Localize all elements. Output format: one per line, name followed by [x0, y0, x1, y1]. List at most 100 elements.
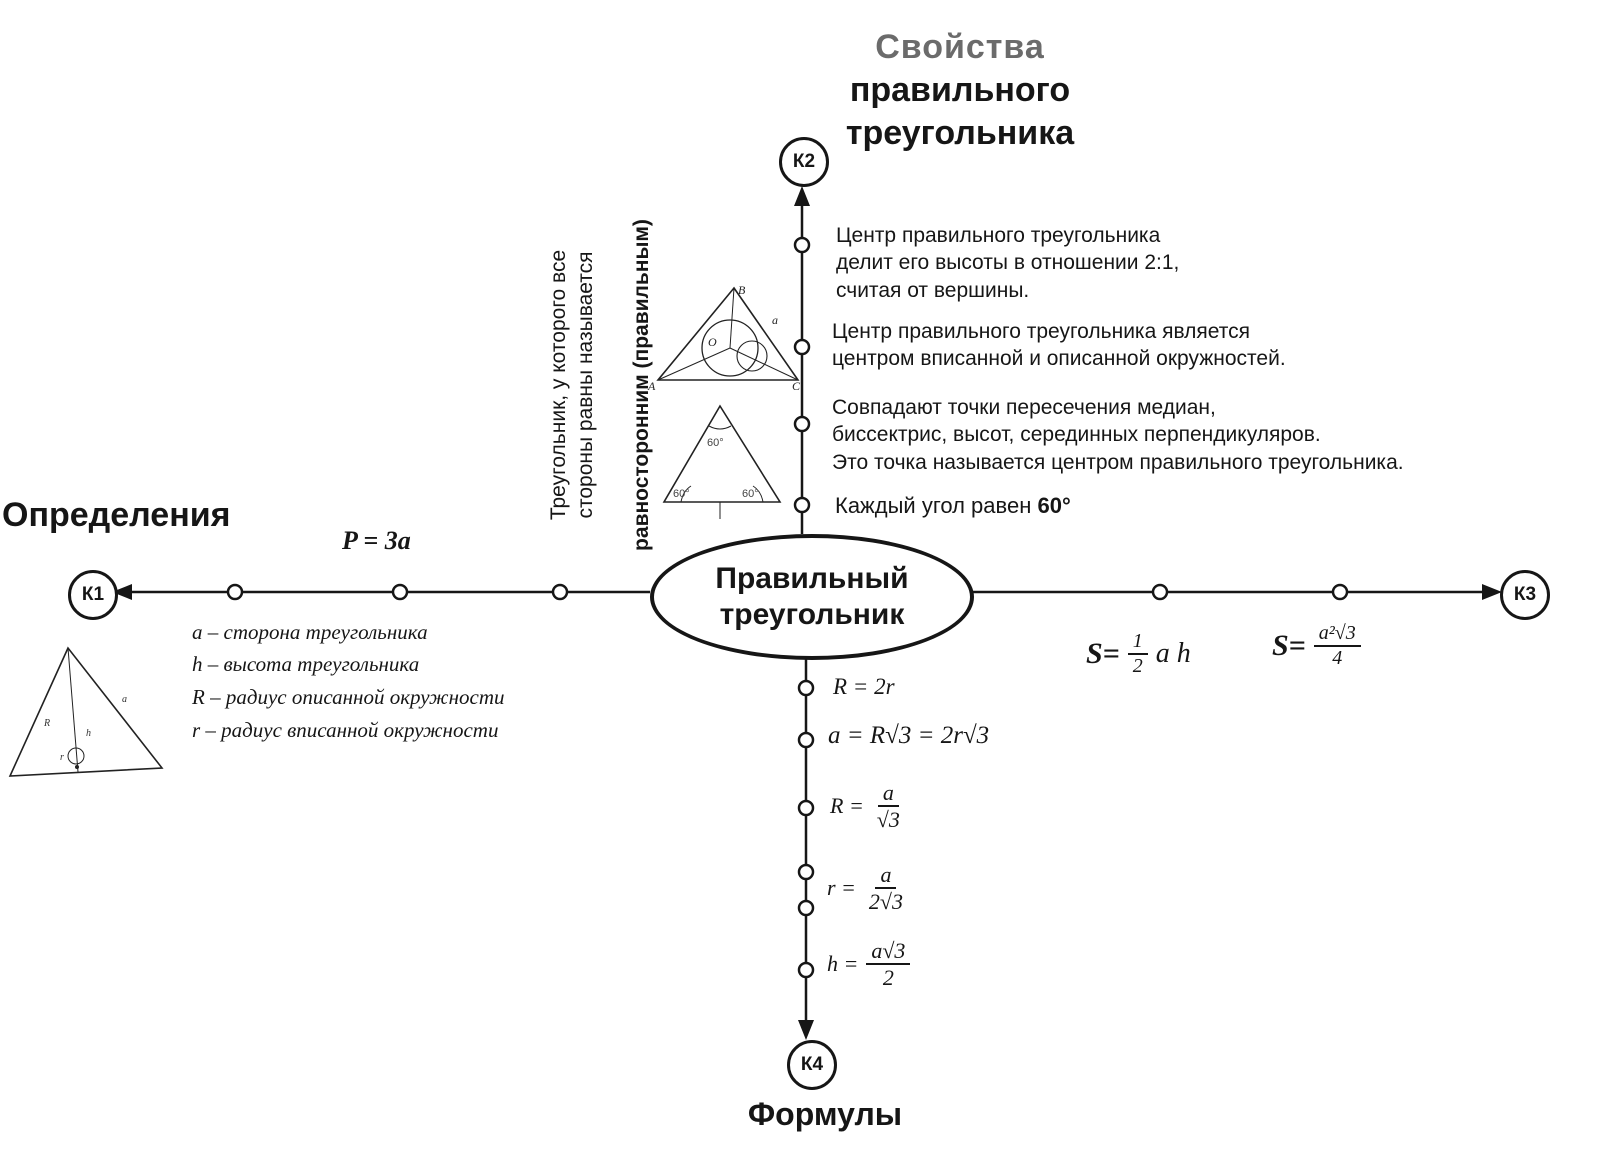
perimeter-formula: P = 3a — [342, 526, 411, 555]
sketch3-triangle-outline — [8, 646, 164, 777]
formula-R-lead: R = — [830, 793, 864, 819]
sketch2-angle-top-label: 60° — [707, 437, 724, 449]
map-title: Свойства правильного треугольника — [775, 26, 1145, 156]
sketch1-cevian — [729, 347, 799, 381]
sketch3-height-h-label: h — [86, 728, 91, 739]
formula-h-height: h = a√3 2 — [827, 938, 911, 991]
triangle-inscribed-circle-sketch: B A C O a — [647, 283, 801, 392]
junction-dot — [797, 731, 815, 749]
sketch2-angle-left-label: 60° — [673, 488, 690, 500]
area2-fraction: a²√3 4 — [1313, 622, 1361, 670]
formula-r-inradius: r = a 2√3 — [827, 862, 908, 915]
sketch3-foot-dot — [75, 765, 79, 769]
triangle-60-angles-sketch: 60° 60° 60° — [662, 404, 782, 519]
definition-item-h: h – высота треугольника — [192, 652, 420, 676]
node-k1-label: К1 — [81, 584, 105, 605]
node-k4: К4 — [787, 1040, 837, 1090]
node-k3-label: К3 — [1513, 584, 1537, 605]
definition-item-R: R – радиус описанной окружности — [192, 685, 505, 709]
sketch1-vertex-c-label: C — [792, 379, 801, 392]
sketch1-side-a-label: a — [772, 313, 778, 327]
sketch1-vertex-b-label: B — [738, 283, 746, 297]
sketch2-apex-arc — [708, 425, 732, 430]
formula-R-equals-2r: R = 2r — [833, 674, 895, 699]
definition-rotated-normal: Треугольник, у которого все стороны равн… — [546, 249, 598, 521]
sketch3-incircle — [67, 747, 85, 765]
node-k4-label: К4 — [800, 1054, 824, 1075]
area-formula-half-ah: S= 1 2 a h — [1086, 630, 1191, 678]
node-k2-label: К2 — [792, 151, 816, 172]
definition-item-a: a – сторона треугольника — [192, 620, 428, 644]
sketch3-radius-r-label: r — [60, 752, 64, 763]
formula-h-fraction: a√3 2 — [866, 938, 911, 991]
junction-dot — [797, 799, 815, 817]
junction-dot — [797, 961, 815, 979]
map-title-line3: треугольника — [845, 114, 1075, 153]
junction-dot — [391, 583, 409, 601]
formula-r-fraction: a 2√3 — [864, 862, 908, 915]
sketch1-big-circle — [701, 319, 759, 377]
formula-r-numerator: a — [875, 862, 897, 890]
area1-lead: S= — [1086, 637, 1120, 670]
formula-h-numerator: a√3 — [866, 938, 911, 966]
junction-dot — [793, 236, 811, 254]
arrowhead-down-icon — [798, 1020, 814, 1040]
sketch2-angle-right-label: 60° — [742, 488, 759, 500]
formula-r-denominator: 2√3 — [868, 889, 903, 915]
property-each-angle-text: Каждый угол равен — [835, 493, 1032, 518]
junction-dot — [797, 899, 815, 917]
sketch2-left-arc — [680, 485, 692, 503]
area1-denominator: 2 — [1132, 655, 1143, 677]
map-title-line1: Свойства — [875, 28, 1045, 66]
formula-h-lead: h = — [827, 951, 859, 977]
property-each-angle-value: 60° — [1037, 493, 1071, 518]
area2-lead: S= — [1272, 629, 1306, 662]
formula-r-lead: r = — [827, 875, 856, 901]
junction-dot — [1331, 583, 1349, 601]
formula-R-fraction: a √3 — [872, 780, 905, 833]
definition-item-r: r – радиус вписанной окружности — [192, 718, 499, 742]
area1-numerator: 1 — [1127, 630, 1148, 655]
formula-R-denominator: √3 — [876, 807, 900, 833]
definitions-title: Определения — [2, 496, 231, 534]
arrowhead-right-icon — [1482, 584, 1502, 600]
area2-denominator: 4 — [1332, 647, 1343, 669]
sketch1-cevian — [729, 287, 735, 349]
junction-dot — [793, 496, 811, 514]
central-topic: Правильный треугольник — [650, 534, 974, 660]
node-k1: К1 — [68, 570, 118, 620]
formula-a-equals-Rsqrt3: a = R√3 = 2r√3 — [828, 722, 990, 749]
sketch1-triangle-outline — [656, 286, 800, 381]
sketch1-cevian — [657, 347, 731, 381]
triangle-definition-sketch: a R h r — [8, 646, 164, 777]
junction-dot — [226, 583, 244, 601]
area1-tail: a h — [1155, 638, 1191, 669]
formula-R-numerator: a — [877, 780, 899, 808]
formula-h-denominator: 2 — [882, 965, 894, 991]
node-k2: К2 — [779, 137, 829, 187]
sketch1-small-circle — [736, 340, 768, 372]
sketch2-right-arc — [752, 485, 764, 503]
definition-rotated-text: Треугольник, у которого все стороны равн… — [517, 180, 653, 590]
sketch3-radius-R-label: R — [43, 718, 50, 729]
junction-dot — [797, 679, 815, 697]
sketch2-triangle-outline — [662, 404, 782, 503]
area1-fraction: 1 2 — [1127, 630, 1148, 678]
sketch3-height-line — [67, 647, 79, 773]
node-k3: К3 — [1500, 570, 1550, 620]
sketch3-side-a-label: a — [122, 694, 127, 705]
area2-numerator: a²√3 — [1313, 622, 1361, 647]
formula-R-circumradius: R = a √3 — [830, 780, 905, 833]
property-center-divides-heights: Центр правильного треугольника делит его… — [836, 224, 1180, 302]
arrowhead-up-icon — [794, 186, 810, 206]
property-center-of-circles: Центр правильного треугольника является … — [832, 320, 1286, 371]
sketch1-vertex-a-label: A — [647, 379, 656, 392]
property-medians-coincide: Совпадают точки пересечения медиан, бисс… — [832, 396, 1404, 474]
junction-dot — [793, 415, 811, 433]
junction-dot — [1151, 583, 1169, 601]
sketch1-center-o-label: O — [708, 335, 717, 349]
formulas-title: Формулы — [747, 1096, 903, 1132]
junction-dot — [797, 863, 815, 881]
area-formula-sqrt3: S= a²√3 4 — [1272, 622, 1361, 670]
